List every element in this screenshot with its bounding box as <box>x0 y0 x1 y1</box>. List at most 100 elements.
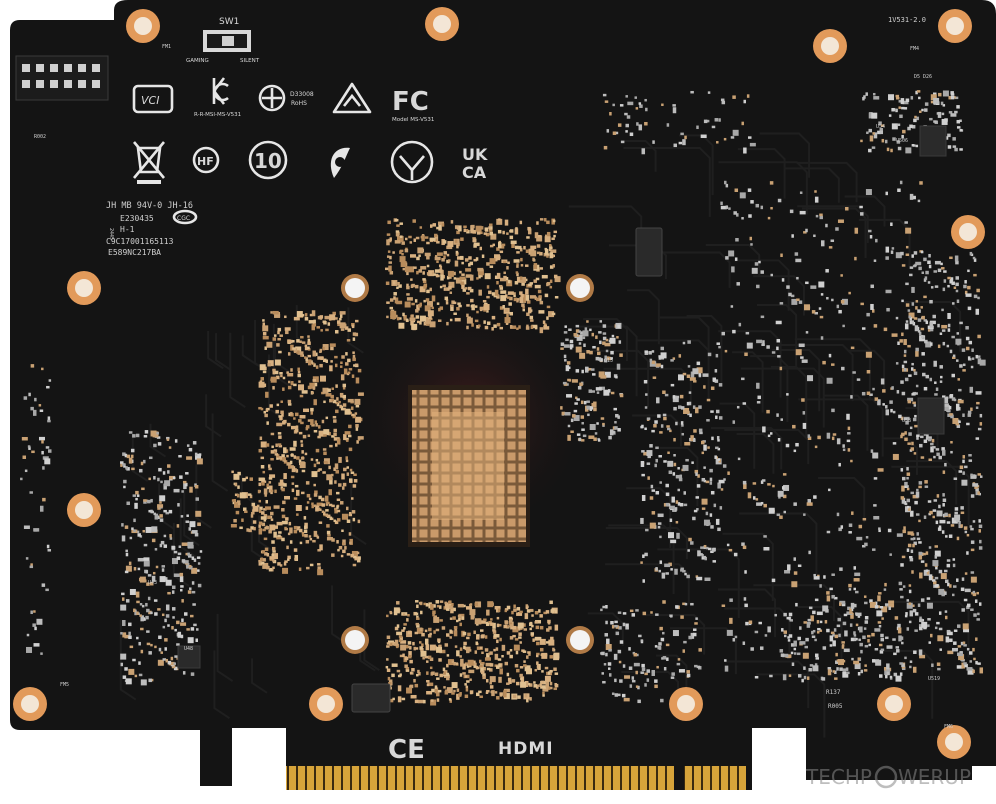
smd-pad <box>688 391 692 394</box>
smd-pad <box>176 556 181 560</box>
smd-pad <box>576 398 580 401</box>
smd-pad <box>597 357 602 361</box>
smd-pad <box>790 294 795 298</box>
smd-pad <box>126 454 131 459</box>
smd-pad <box>264 552 268 556</box>
smd-pad <box>955 282 959 287</box>
smd-pad <box>909 317 912 321</box>
cgc-mark: CGC <box>177 215 190 222</box>
smd-pad <box>526 300 531 304</box>
smd-pad <box>289 540 293 544</box>
smd-pad <box>871 632 875 637</box>
smd-pad <box>478 274 481 279</box>
smd-pad <box>272 370 275 375</box>
smd-pad <box>905 612 908 616</box>
smd-pad <box>398 639 402 643</box>
smd-pad <box>902 129 906 134</box>
smd-pad <box>878 529 881 533</box>
smd-pad <box>686 574 690 579</box>
smd-pad <box>672 357 676 360</box>
smd-pad <box>286 454 289 458</box>
smd-pad <box>695 472 698 476</box>
smd-pad <box>702 373 709 377</box>
smd-pad <box>667 427 671 431</box>
smd-pad <box>182 480 187 484</box>
smd-pad <box>947 650 954 655</box>
smd-pad <box>450 220 454 224</box>
smd-pad <box>736 213 739 217</box>
smd-pad <box>687 365 691 368</box>
smd-pad <box>453 625 458 630</box>
smd-pad <box>491 315 496 320</box>
smd-pad <box>196 458 203 465</box>
smd-pad <box>171 590 175 594</box>
smd-pad <box>184 612 188 616</box>
smd-pad <box>672 508 676 512</box>
smd-pad <box>853 587 856 591</box>
smd-pad <box>707 547 712 551</box>
smd-pad <box>424 655 429 659</box>
smd-pad <box>662 631 665 635</box>
smd-pad <box>970 527 974 531</box>
smd-pad <box>736 405 740 409</box>
smd-pad <box>422 278 426 281</box>
smd-pad <box>612 131 617 135</box>
smd-pad <box>293 440 297 447</box>
smd-pad <box>644 121 648 126</box>
smd-pad <box>414 299 418 303</box>
reference-designators: 1V531-2.0 FM1 FM4 FM5 FM6 U54 U506 U58 U… <box>34 16 953 730</box>
smd-pad <box>934 381 937 384</box>
smd-pad <box>895 362 899 365</box>
smd-pad <box>789 619 793 622</box>
smd-pad <box>927 260 931 265</box>
smd-pad <box>641 450 645 453</box>
smd-pad <box>426 300 433 307</box>
smd-pad <box>452 607 456 612</box>
smd-pad <box>696 484 701 488</box>
smd-pad <box>288 412 291 417</box>
smd-pad <box>402 312 405 317</box>
smd-pad <box>797 636 801 641</box>
smd-pad <box>694 622 698 625</box>
smd-pad <box>535 620 542 624</box>
bios-mode-switch[interactable]: SW1 GAMING SILENT <box>186 17 260 64</box>
smd-pad <box>784 570 791 574</box>
smd-pad <box>123 485 126 489</box>
smd-pad <box>45 446 50 449</box>
smd-pad <box>848 583 852 588</box>
smd-pad <box>962 369 966 372</box>
smd-pad <box>698 648 702 652</box>
smd-pad <box>492 622 496 629</box>
smd-pad <box>133 518 136 523</box>
smd-pad <box>937 635 944 642</box>
smd-pad <box>670 383 675 387</box>
smd-pad <box>856 536 863 541</box>
smd-pad <box>442 240 447 244</box>
smd-pad <box>904 323 909 330</box>
smd-pad <box>494 605 501 610</box>
smd-pad <box>749 236 753 241</box>
smd-pad <box>582 330 589 337</box>
smd-pad <box>680 615 684 619</box>
smd-pad <box>159 501 162 504</box>
smd-pad <box>394 626 399 631</box>
smd-pad <box>526 236 530 239</box>
smd-pad <box>923 319 928 322</box>
smd-pad <box>755 498 759 501</box>
smd-pad <box>743 147 747 154</box>
smd-pad <box>335 491 340 495</box>
smd-pad <box>634 96 637 99</box>
smd-pad <box>635 670 638 675</box>
smd-pad <box>506 651 511 655</box>
smd-pad <box>336 509 341 513</box>
smd-pad <box>399 235 403 238</box>
smd-pad <box>335 384 338 388</box>
smd-pad <box>941 530 945 534</box>
smd-pad <box>915 347 919 352</box>
smd-pad <box>929 299 933 304</box>
smd-pad <box>489 676 496 683</box>
smd-pad <box>908 584 912 587</box>
smd-pad <box>496 608 500 613</box>
smd-pad <box>46 385 50 389</box>
smd-pad <box>670 676 675 679</box>
